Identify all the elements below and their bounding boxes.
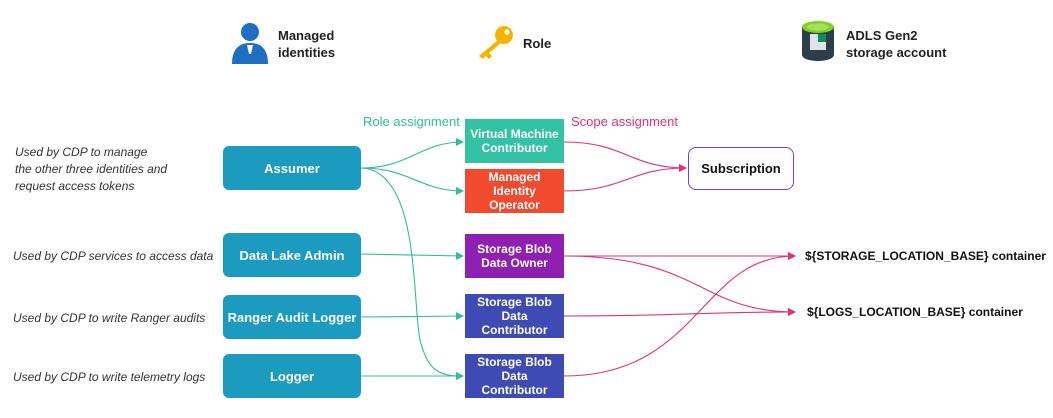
identity-logger: Logger: [223, 354, 361, 398]
role-storage-blob-data-contributor-2: Storage Blob Data Contributor: [465, 354, 564, 398]
description-ranger-audit-logger: Used by CDP to write Ranger audits: [13, 311, 206, 325]
key-icon: [479, 26, 513, 59]
role-storage-blob-data-contributor-1: Storage Blob Data Contributor: [465, 294, 564, 338]
target-logs-location-container: ${LOGS_LOCATION_BASE} container: [807, 305, 1023, 319]
scope-ranger-logs: [563, 308, 796, 317]
identity-ranger-audit-logger: Ranger Audit Logger: [223, 295, 361, 339]
subscription-box: Subscription: [688, 147, 794, 190]
link-assumer-identity-operator: [360, 167, 464, 195]
scope-vm-subscription: [563, 141, 687, 172]
header-managed-identities: Managed identities: [278, 28, 336, 60]
role-virtual-machine-contributor: Virtual Machine Contributor: [465, 119, 564, 163]
identity-assumer: Assumer: [223, 146, 361, 190]
description-assumer: Used by CDP to manage the other three id…: [15, 145, 168, 193]
scope-operator-subscription: [563, 164, 687, 192]
role-assignment-label: Role assignment: [363, 114, 460, 129]
storage-cylinder-icon: [802, 21, 834, 61]
link-assumer-vm-contributor: [360, 138, 464, 169]
description-logger: Used by CDP to write telemetry logs: [13, 370, 206, 384]
link-ranger-blob-contributor: [360, 312, 464, 321]
role-managed-identity-operator: Managed Identity Operator: [465, 169, 564, 213]
link-assumer-blob-contributor-2: [360, 167, 464, 380]
scope-assignment-label: Scope assignment: [571, 114, 678, 129]
header-storage-account: ADLS Gen2 storage account: [846, 28, 947, 60]
person-icon: [232, 23, 268, 64]
scope-owner-logs: [563, 255, 796, 316]
role-storage-blob-data-owner: Storage Blob Data Owner: [465, 234, 564, 278]
description-data-lake-admin: Used by CDP services to access data: [13, 249, 214, 263]
link-datalake-blob-owner: [360, 251, 464, 260]
identity-data-lake-admin: Data Lake Admin: [223, 233, 361, 277]
target-storage-location-container: ${STORAGE_LOCATION_BASE} container: [805, 249, 1046, 263]
header-role: Role: [523, 36, 552, 51]
scope-logger-storage: [563, 252, 796, 377]
